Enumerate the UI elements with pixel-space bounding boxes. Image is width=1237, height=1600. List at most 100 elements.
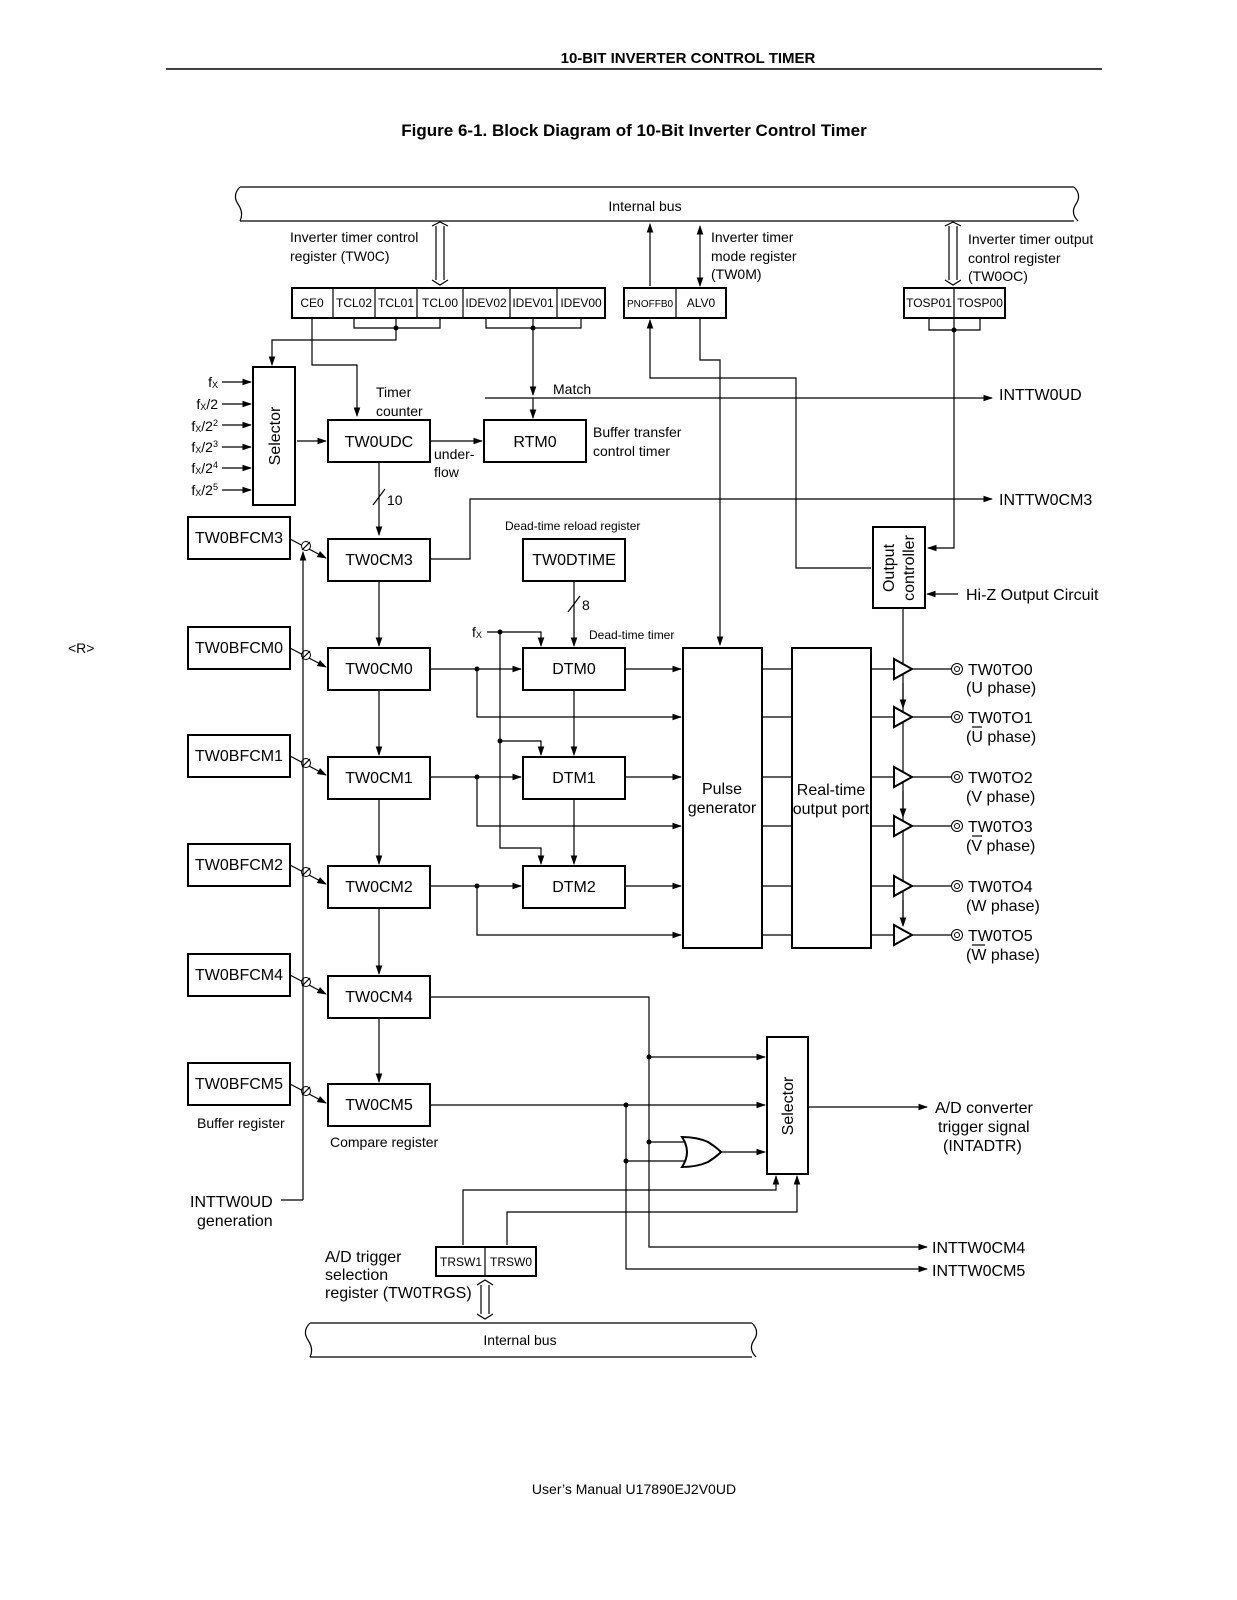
bus-width-10: 10 [387,492,403,508]
svg-text:TCL00: TCL00 [422,296,458,310]
compare-register-tw0cm5: TW0CM5 [327,1083,431,1127]
inttw0ud-generation-label-2: generation [197,1213,273,1230]
svg-text:TW0CM0: TW0CM0 [345,661,413,678]
dtm1-block: DTM1 [522,756,626,800]
clock-selector: Selector [252,366,296,506]
svg-text:TW0BFCM5: TW0BFCM5 [195,1076,283,1093]
buffer-register-tw0bfcm5: TW0BFCM5 [187,1062,291,1106]
svg-text:counter: counter [376,403,423,419]
svg-text:Dead-time timer: Dead-time timer [589,628,674,642]
page-header: 10-BIT INVERTER CONTROL TIMER [561,50,816,67]
svg-text:IDEV01: IDEV01 [512,296,554,310]
svg-text:(TW0OC): (TW0OC) [968,268,1028,284]
tw0m-register: PNOFFB0 ALV0 Inverter timer mode registe… [623,223,797,319]
svg-text:(U phase): (U phase) [966,680,1036,697]
svg-text:Dead-time reload register: Dead-time reload register [505,519,640,533]
svg-text:Pulse: Pulse [702,781,742,798]
svg-text:TW0CM3: TW0CM3 [345,552,413,569]
svg-text:RTM0: RTM0 [513,434,556,451]
svg-text:Timer: Timer [376,384,412,400]
svg-text:selection: selection [325,1267,388,1284]
internal-bus-bottom: Internal bus [304,1322,758,1358]
compare-register-tw0cm0: TW0CM0 [327,647,431,691]
svg-text:CE0: CE0 [300,296,324,310]
buffer-register-tw0bfcm0: TW0BFCM0 [187,626,291,670]
tw0oc-register: TOSP01 TOSP00 Inverter timer output cont… [903,221,1093,319]
svg-text:TW0BFCM1: TW0BFCM1 [195,748,283,765]
clock-inputs: fX fX/2 fX/22 fX/23 fX/24 fX/25 [191,374,252,498]
svg-text:Output: Output [881,543,898,592]
svg-text:ALV0: ALV0 [687,296,716,310]
pulse-to-port-wiring [762,668,792,936]
svg-text:TW0TO3: TW0TO3 [968,819,1033,836]
tw0c-register: Inverter timer control register (TW0C) C… [290,221,606,319]
svg-text:Real-time: Real-time [797,782,866,799]
revision-mark: <R> [68,640,94,656]
output-pin-tw0to2: TW0TO2 (V phase) [951,770,1035,806]
svg-text:(V phase): (V phase) [966,838,1035,855]
svg-text:TOSP00: TOSP00 [957,296,1003,310]
tw0trgs-register: TRSW1 TRSW0 A/D trigger selection regist… [325,1246,537,1320]
dtm0-block: DTM0 [522,647,626,691]
svg-text:(W phase): (W phase) [966,898,1040,915]
svg-text:Buffer transfer: Buffer transfer [593,424,682,440]
realtime-output-port-block: Real-time output port [791,647,872,949]
ad-trigger-signal-label-1: A/D converter [935,1100,1033,1117]
inttw0ud-label: INTTW0UD [999,387,1082,404]
buffer-switches [281,538,327,1201]
ad-trigger-signal-label-3: (INTADTR) [943,1138,1022,1155]
compare-register-label: Compare register [330,1134,438,1150]
svg-text:TW0CM2: TW0CM2 [345,879,413,896]
svg-text:fX: fX [208,374,218,390]
svg-text:8: 8 [582,597,590,613]
tw0dtime-block: Dead-time reload register TW0DTIME 8 Dea… [505,519,674,647]
output-pin-tw0to0: TW0TO0 (U phase) [951,662,1036,697]
svg-text:IDEV02: IDEV02 [465,296,507,310]
svg-text:TW0CM5: TW0CM5 [345,1097,413,1114]
svg-text:flow: flow [434,464,460,480]
output-buffers [871,608,951,947]
svg-text:fX/2: fX/2 [196,396,218,412]
svg-text:IDEV00: IDEV00 [560,296,602,310]
svg-text:TW0TO4: TW0TO4 [968,879,1033,896]
ad-trigger-signal-label-2: trigger signal [938,1119,1030,1136]
svg-text:mode register: mode register [711,248,797,264]
svg-text:Selector: Selector [780,1076,797,1135]
svg-text:under-: under- [434,446,475,462]
inttw0cm5-label: INTTW0CM5 [932,1263,1025,1280]
svg-text:TRSW0: TRSW0 [490,1255,532,1269]
svg-text:Internal bus: Internal bus [608,198,681,214]
svg-text:TW0DTIME: TW0DTIME [532,552,616,569]
buffer-register-label: Buffer register [197,1115,285,1131]
internal-bus-top: Internal bus [234,186,1080,222]
compare-register-tw0cm4: TW0CM4 [327,975,431,1019]
svg-text:TW0TO2: TW0TO2 [968,770,1033,787]
svg-text:control register: control register [968,250,1061,266]
svg-text:(U phase): (U phase) [966,729,1036,746]
svg-text:fX/24: fX/24 [191,460,218,476]
rtm0-block: RTM0 Buffer transfer control timer Match [483,381,682,463]
output-pin-tw0to3: TW0TO3 (V phase) [951,819,1035,855]
trigger-selector: Selector [766,1036,809,1175]
svg-text:register (TW0C): register (TW0C) [290,248,390,264]
output-pin-tw0to4: TW0TO4 (W phase) [951,879,1040,915]
svg-text:TRSW1: TRSW1 [440,1255,482,1269]
svg-text:TW0BFCM4: TW0BFCM4 [195,967,283,984]
svg-text:TW0BFCM0: TW0BFCM0 [195,640,283,657]
svg-text:DTM2: DTM2 [552,879,596,896]
svg-text:Selector: Selector [267,406,284,465]
svg-text:TCL01: TCL01 [378,296,414,310]
svg-text:Internal bus: Internal bus [483,1332,556,1348]
svg-text:Inverter timer output: Inverter timer output [968,231,1093,247]
svg-text:TCL02: TCL02 [336,296,372,310]
dtm2-block: DTM2 [522,865,626,909]
compare-to-pulse-wiring [430,665,682,939]
buffer-register-tw0bfcm2: TW0BFCM2 [187,843,291,887]
output-controller-block: Output controller [872,526,926,609]
svg-text:PNOFFB0: PNOFFB0 [627,299,674,310]
compare-register-tw0cm1: TW0CM1 [327,756,431,800]
svg-text:TW0CM4: TW0CM4 [345,989,413,1006]
fx-clock-wiring [487,629,545,865]
compare-register-tw0cm3: TW0CM3 [327,538,431,582]
